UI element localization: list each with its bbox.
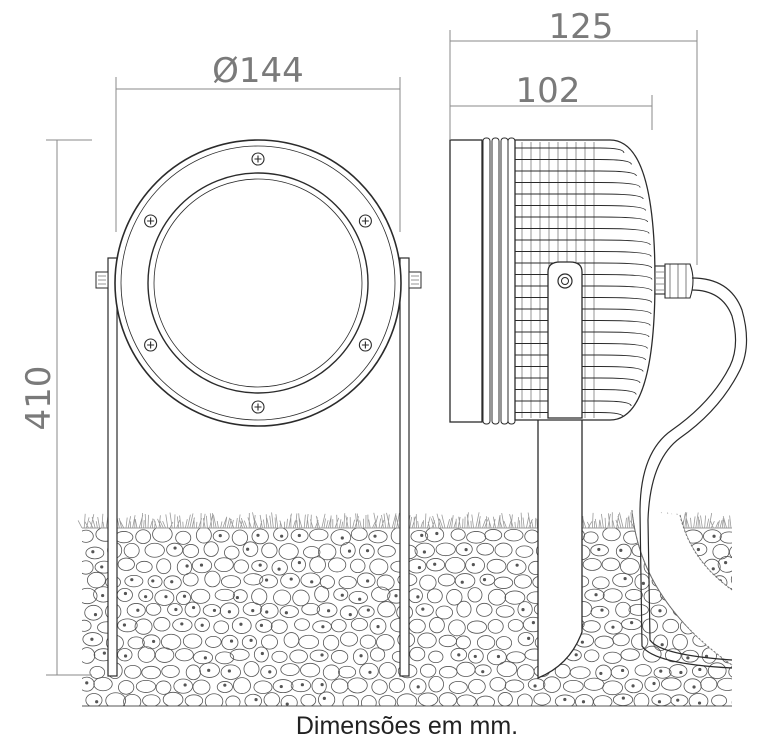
screw [358,338,372,352]
side-view [449,137,748,679]
screw [251,152,265,166]
right-stake [399,257,422,677]
left-stake [95,257,118,677]
cable-trench [631,509,733,666]
lamp-outer-ring [114,139,402,427]
dimension-lines [46,30,698,676]
ring-band [491,137,500,425]
power-cable [647,277,748,661]
front-bezel [449,139,483,423]
screw [144,214,158,228]
depth-total-label: 125 [549,7,614,47]
ring-screws [144,152,372,414]
ring-band [500,137,509,425]
front-view [95,139,422,677]
screw [358,214,372,228]
units-caption: Dimensões em mm. [296,712,518,740]
cable-gland [654,263,694,299]
depth-body-label: 102 [516,71,581,111]
diameter-label: Ø144 [212,51,304,91]
screw [144,338,158,352]
ring-bands [482,137,516,425]
height-label: 410 [19,366,59,431]
ring-band [482,137,491,425]
screw [251,400,265,414]
ring-band [507,137,516,425]
lamp-lens [147,172,369,394]
